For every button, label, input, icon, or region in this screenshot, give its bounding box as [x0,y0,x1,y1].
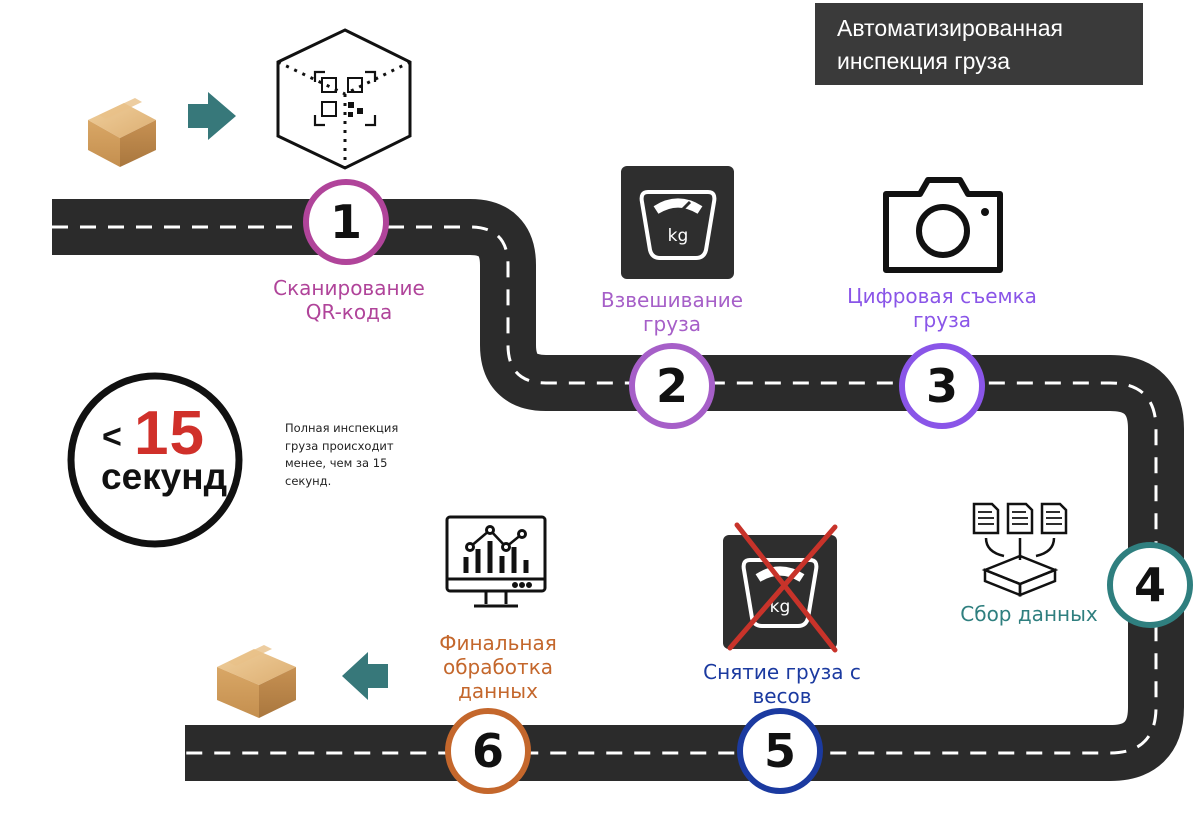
timer-circle [67,372,243,548]
step-6-number: 6 [471,724,504,778]
timer-less-than: < [102,418,122,456]
road [52,199,1184,781]
step-4-number: 4 [1133,558,1166,612]
cargo-box-icon-incoming [88,98,156,167]
step-3-number: 3 [925,359,958,413]
step-3-label: Цифровая съемка груза [847,284,1037,332]
arrow-left-icon [342,652,388,700]
arrow-right-icon [188,92,236,140]
scale-removed-unit: kg [770,597,791,617]
step-1-label: Сканирование QR-кода [273,276,425,324]
title-line-1: Автоматизированная [837,15,1063,41]
step-2-label: Взвешивание груза [600,288,744,336]
step-6-label: Финальная обработка данных [439,631,557,703]
step-1-circle [303,179,389,265]
qr-scanner-cube-icon [276,28,412,170]
weight-scale-icon [621,166,734,279]
step-5-label: Снятие груза с весов [703,660,861,708]
timer-unit: секунд [101,456,228,497]
step-1-number: 1 [329,195,362,249]
weight-scale-unit: kg [668,226,689,246]
title-line-2: инспекция груза [837,48,1010,74]
timer-value: 15 [134,399,205,468]
data-collection-icon [972,502,1068,597]
step-5-number: 5 [763,724,796,778]
step-6-circle [445,708,531,794]
step-4-circle [1107,542,1193,628]
inspection-note: Полная инспекция груза происходит менее,… [285,421,399,488]
cargo-box-icon-outgoing [217,645,296,718]
step-2-number: 2 [655,359,688,413]
diagram-title: Автоматизированная инспекция груза [815,3,1143,85]
camera-icon [883,177,1003,273]
analytics-monitor-icon [445,515,547,608]
step-4-label: Сбор данных [960,602,1098,626]
cross-icon [727,522,838,653]
step-5-circle [737,708,823,794]
step-2-circle [629,343,715,429]
step-3-circle [899,343,985,429]
